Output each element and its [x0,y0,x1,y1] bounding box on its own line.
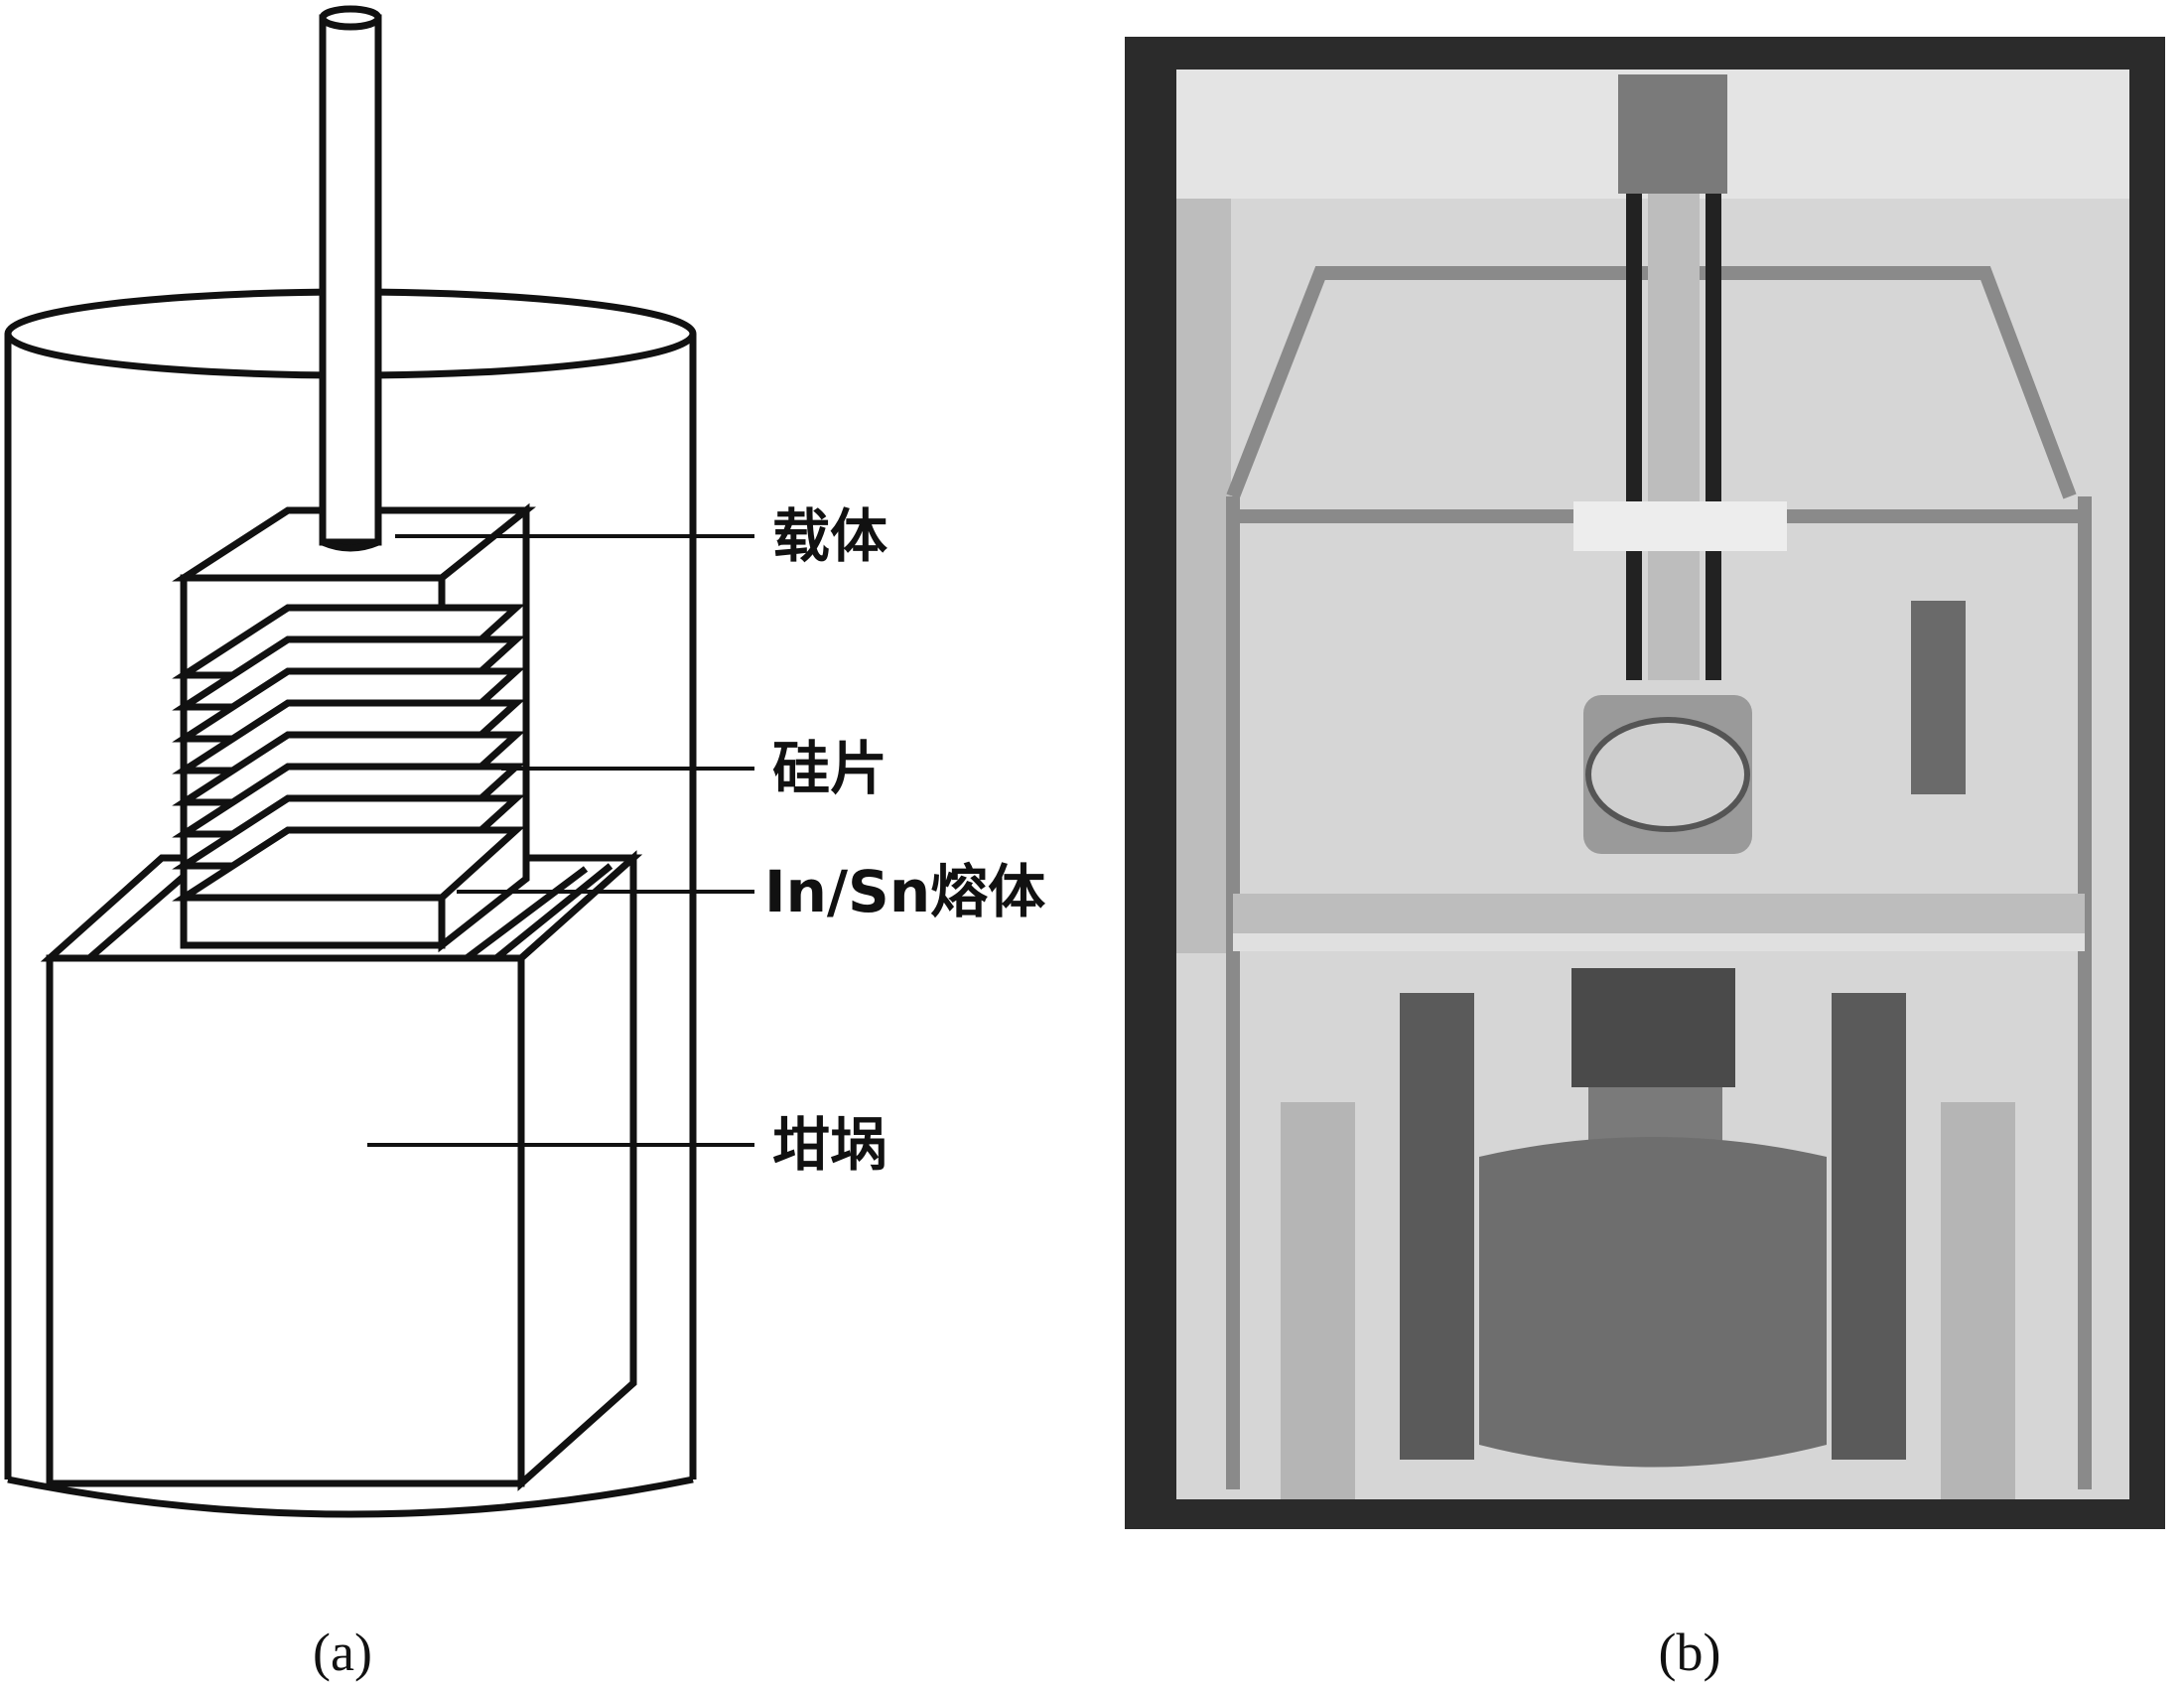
caption-b: (b) [1659,1622,1721,1682]
crucible-right-face [517,850,637,1491]
rod-top [319,5,382,31]
neck [1588,1087,1722,1142]
melt-line [493,863,614,961]
lift-rail [1648,194,1700,680]
silicon-wafer [172,826,526,902]
deck-shelf [1233,933,2085,951]
label-carrier: 载体 [772,502,887,570]
schematic-diagram [4,5,754,1518]
chamber-bottom-curve [7,1476,694,1518]
lift-guide-left [1626,194,1642,680]
lift-column [1618,74,1727,194]
control-panel [1911,601,1966,794]
crucible-front-face [46,954,525,1487]
caption-a: (a) [313,1622,372,1682]
leg-left [1281,1102,1355,1499]
carrier-box [172,502,536,953]
label-crucible: 坩埚 [772,1111,887,1179]
label-wafer: 硅片 [772,735,887,802]
leg-right [1941,1102,2015,1499]
rod-bottom [321,538,380,552]
label-plate [1573,501,1787,551]
furnace-shield-right [1832,993,1906,1460]
label-melt: In/Sn熔体 [764,858,1045,925]
melt-line [86,865,197,961]
left-wall [1176,199,1231,953]
rod-body [319,14,382,546]
furnace-body [1479,1137,1827,1468]
pull-rod [319,5,382,552]
lift-guide-right [1706,194,1721,680]
view-port [1585,717,1750,832]
melt-line [464,866,589,961]
furnace-shield-left [1400,993,1474,1460]
deck-plate [1233,894,2085,933]
wafer-stack [172,604,526,902]
bellows [1571,968,1735,1087]
crucible-box [40,850,643,1491]
equipment-photo [1125,37,2165,1529]
